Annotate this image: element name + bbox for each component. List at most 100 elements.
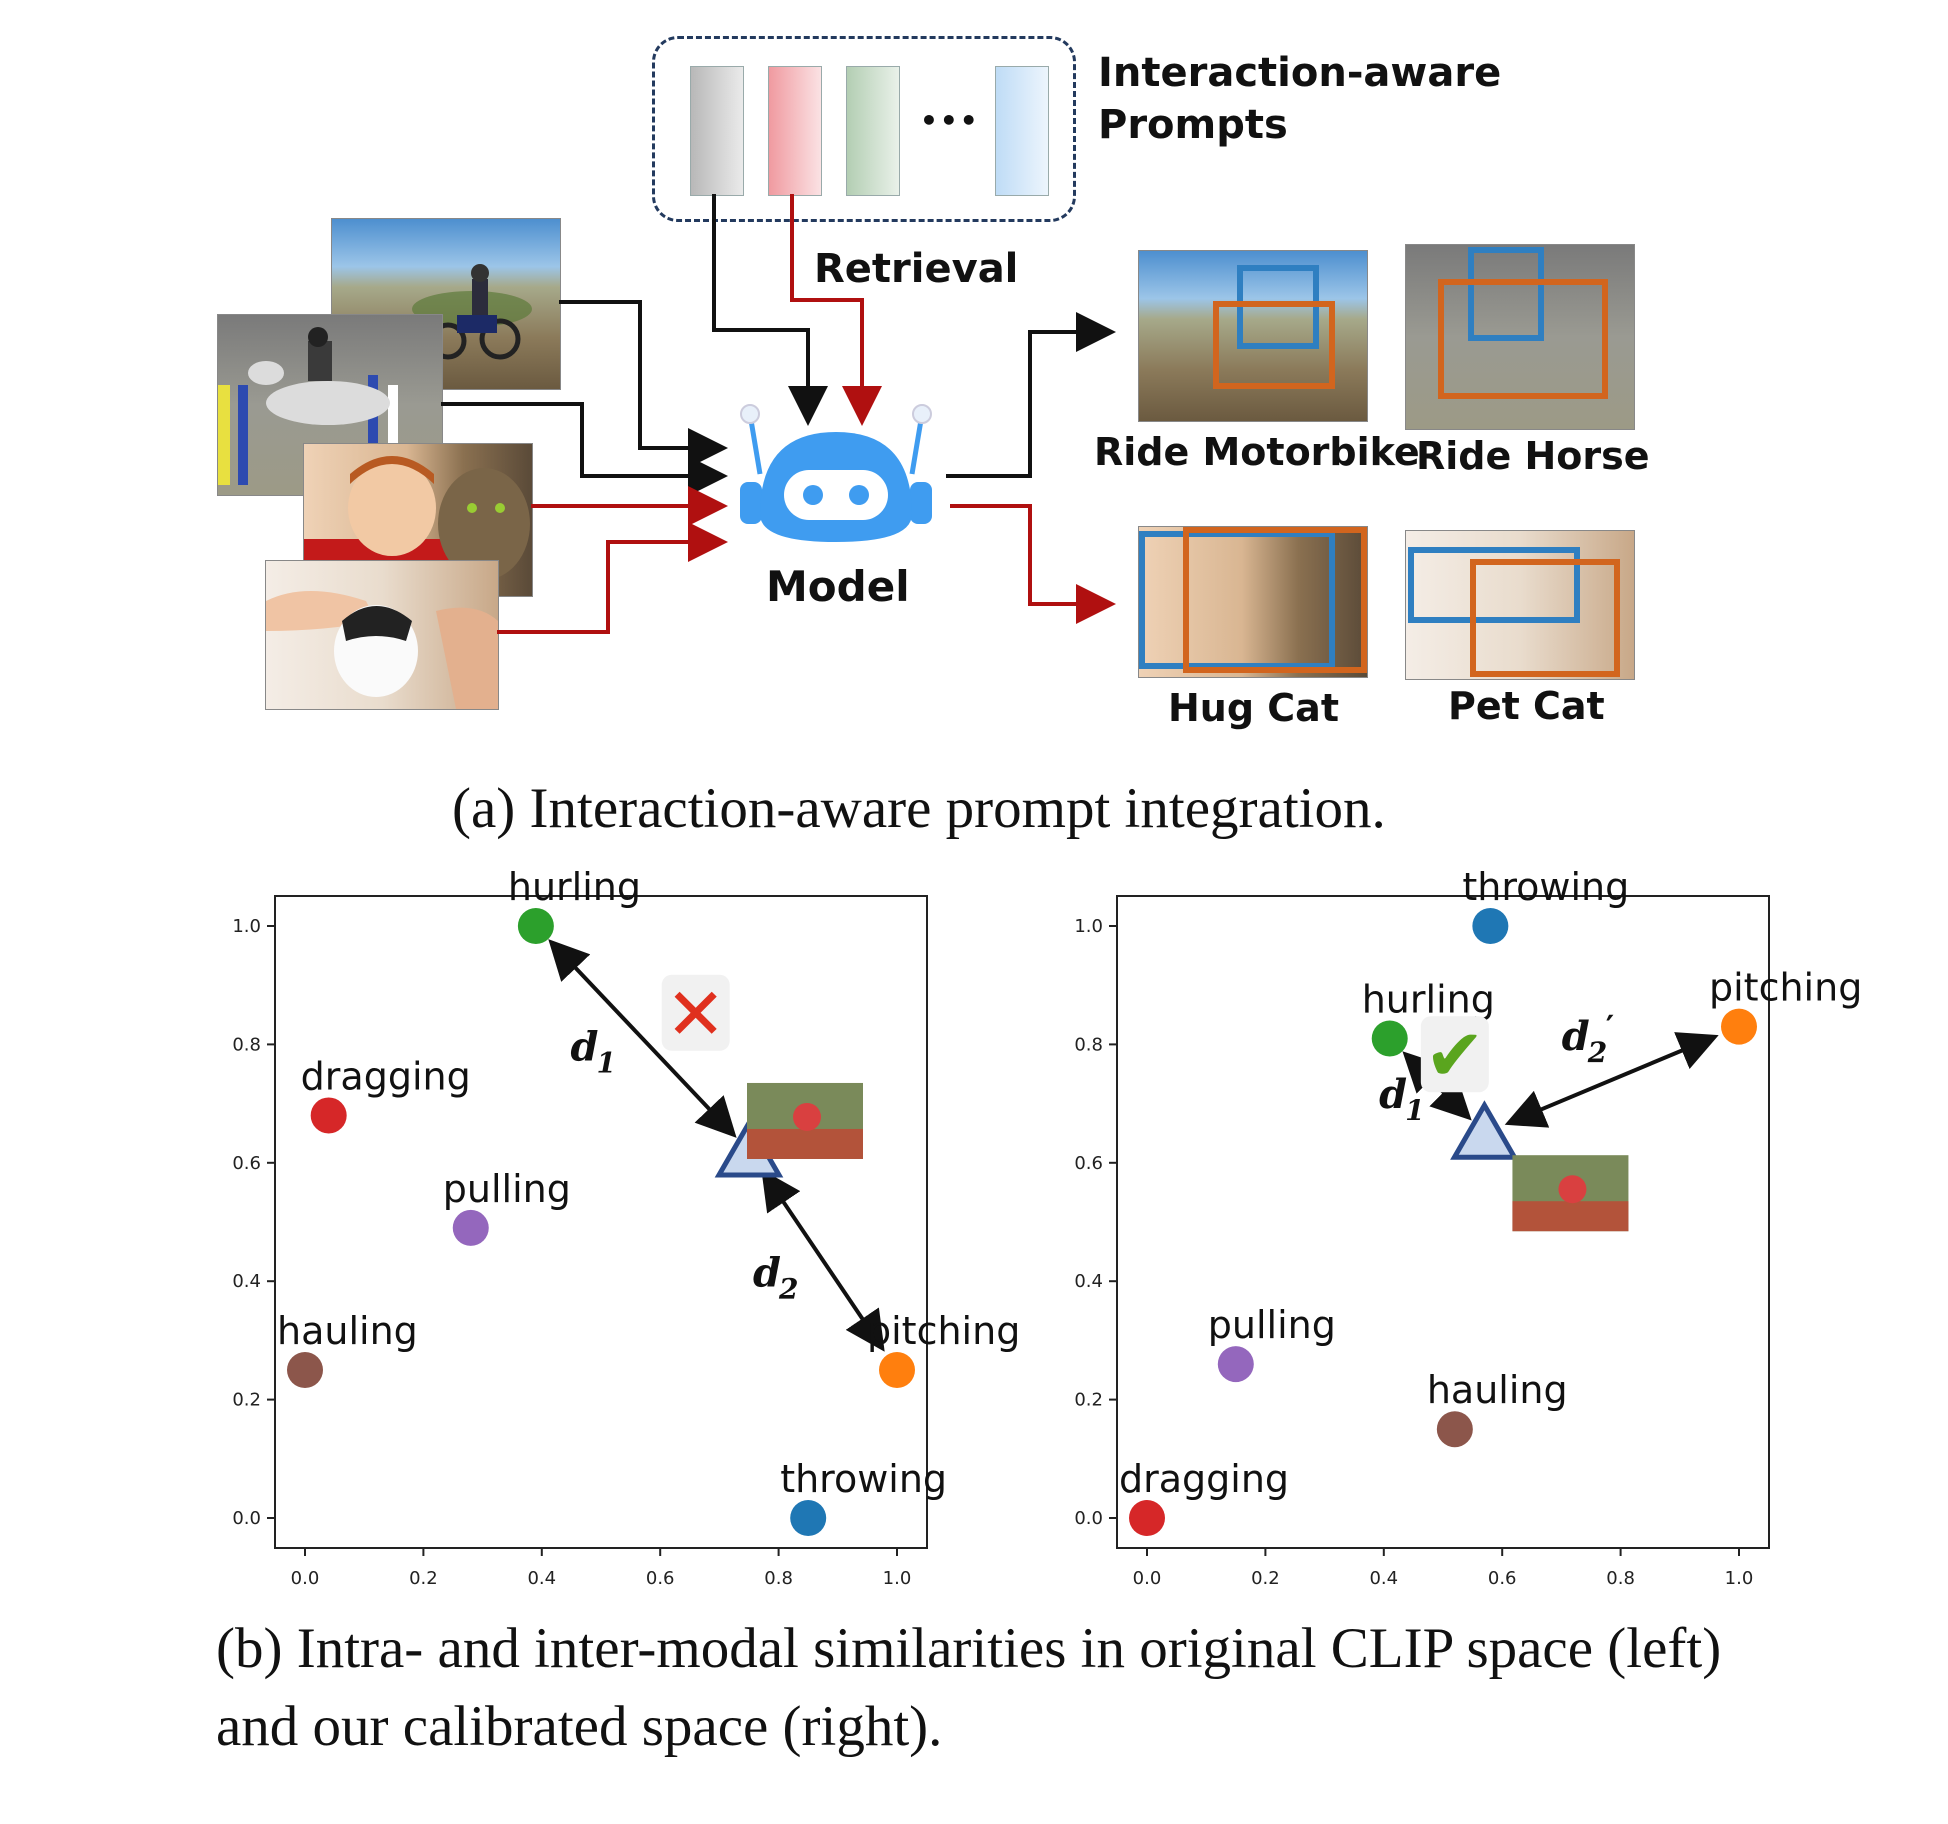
human-box (1408, 547, 1580, 623)
connectors (441, 194, 1116, 634)
point-label: hurling (1362, 977, 1495, 1021)
scatter-point (790, 1500, 827, 1536)
point-label: pulling (443, 1167, 571, 1211)
prompt-bar (690, 66, 744, 196)
distance-arrow-d2 (761, 1169, 885, 1352)
distance-arrow-d2 (1504, 1032, 1719, 1128)
point-label: throwing (780, 1457, 947, 1501)
output-image-motorbike (1138, 250, 1368, 422)
prompts-title-line1: Interaction-aware (1098, 50, 1502, 96)
human-box (1468, 247, 1544, 341)
output-image-pet-cat (1405, 530, 1635, 680)
pet-cat-illustration (266, 591, 498, 709)
arrow-output-ride (946, 312, 1116, 478)
human-box (1237, 265, 1319, 349)
x-tick-label: 0.0 (1133, 1568, 1162, 1589)
scatter-point (1371, 1020, 1408, 1057)
output-label-ride-motorbike: Ride Motorbike (1094, 430, 1420, 474)
query-thumbnail-athlete (1558, 1175, 1587, 1204)
point-label: dragging (1119, 1457, 1289, 1501)
y-tick-label: 0.2 (232, 1390, 261, 1411)
y-tick-label: 0.4 (1074, 1271, 1103, 1292)
arrow-input-motorbike (559, 300, 728, 468)
caption-a: (a) Interaction-aware prompt integration… (452, 777, 1386, 840)
distance-label: d (570, 1023, 598, 1070)
output-image-hug-cat (1138, 526, 1368, 678)
object-box (1438, 279, 1608, 399)
point-label: dragging (301, 1054, 471, 1098)
scatter-point (1217, 1346, 1254, 1383)
cross-icon: ✕ (666, 972, 726, 1056)
distance-label-subscript: 1 (1405, 1094, 1424, 1127)
x-tick-label: 0.0 (291, 1568, 320, 1589)
object-box (1213, 301, 1335, 389)
distance-label-subscript: 1 (596, 1046, 615, 1079)
object-box (1470, 559, 1620, 677)
query-triangle (1450, 1100, 1519, 1160)
point-label: hurling (508, 865, 641, 909)
y-tick-label: 1.0 (1074, 916, 1103, 937)
mark-background (661, 974, 730, 1051)
horse-illustration (218, 327, 398, 485)
output-label-hug-cat: Hug Cat (1168, 686, 1339, 730)
y-tick-label: 0.8 (232, 1034, 261, 1055)
arrow-prompt-red (790, 194, 882, 426)
x-tick-label: 0.8 (1606, 1568, 1635, 1589)
robot-icon (740, 404, 932, 542)
x-tick-label: 1.0 (883, 1568, 912, 1589)
scatter-point (287, 1352, 323, 1388)
arrow-input-pet (497, 522, 728, 634)
scatter-plots: 0.0 0.2 0.4 0.6 0.8 1.0 0.0 0.2 0.4 0.6 0.8 1.0 hurl… (232, 865, 1862, 1589)
output-label-ride-horse: Ride Horse (1416, 434, 1650, 478)
plot-frame (1116, 895, 1770, 1549)
output-image-horse (1405, 244, 1635, 430)
x-tick-label: 0.8 (764, 1568, 793, 1589)
point-label: pitching (867, 1309, 1020, 1353)
caption-b-line2: and our calibrated space (right). (216, 1695, 943, 1758)
check-icon: ✔ (1425, 1013, 1485, 1097)
prompts-ellipsis: ••• (920, 104, 980, 137)
point-label: pulling (1208, 1303, 1336, 1347)
point-label: hauling (1427, 1368, 1568, 1412)
y-tick-label: 0.0 (1074, 1508, 1103, 1529)
query-thumbnail-track (1512, 1201, 1629, 1232)
scatter-point (1721, 1008, 1757, 1045)
query-thumbnail-athlete (793, 1102, 821, 1131)
scatter-point (517, 908, 554, 944)
x-tick-label: 0.4 (1369, 1568, 1398, 1589)
y-tick-label: 0.4 (232, 1271, 261, 1292)
scatter-point (1436, 1411, 1473, 1448)
prompt-bar (846, 66, 900, 196)
prompt-bar (768, 66, 822, 196)
distance-label: d (753, 1249, 781, 1296)
distance-label-subscript: 2 (778, 1272, 798, 1305)
human-box (1139, 531, 1335, 669)
y-tick-label: 1.0 (232, 916, 261, 937)
distance-arrow-d1 (548, 939, 737, 1138)
y-tick-label: 0.2 (1074, 1390, 1103, 1411)
prompts-container (652, 36, 1076, 222)
distance-label: d (1562, 1013, 1590, 1060)
output-label-pet-cat: Pet Cat (1448, 684, 1605, 728)
y-tick-label: 0.6 (232, 1153, 261, 1174)
model-label: Model (766, 562, 910, 611)
arrow-output-cat (950, 504, 1116, 624)
x-tick-label: 0.2 (1251, 1568, 1280, 1589)
input-image-pet-cat (265, 560, 499, 710)
scatter-point (1472, 908, 1509, 944)
distance-label-subscript: 2 (1587, 1036, 1607, 1069)
scatter-point (452, 1209, 489, 1246)
plot-frame (274, 895, 928, 1549)
point-label: pitching (1709, 966, 1862, 1010)
scatter-point (879, 1352, 915, 1388)
query-thumbnail-track (747, 1128, 863, 1159)
arrow-prompt-black (712, 194, 828, 426)
scatter-point (310, 1097, 347, 1134)
y-tick-label: 0.0 (232, 1508, 261, 1529)
distance-label: d (1379, 1071, 1407, 1118)
y-tick-label: 0.6 (1074, 1153, 1103, 1174)
prompts-title-line2: Prompts (1098, 102, 1288, 148)
x-tick-label: 0.6 (1488, 1568, 1517, 1589)
mark-background (1420, 1016, 1489, 1093)
y-tick-label: 0.8 (1074, 1034, 1103, 1055)
